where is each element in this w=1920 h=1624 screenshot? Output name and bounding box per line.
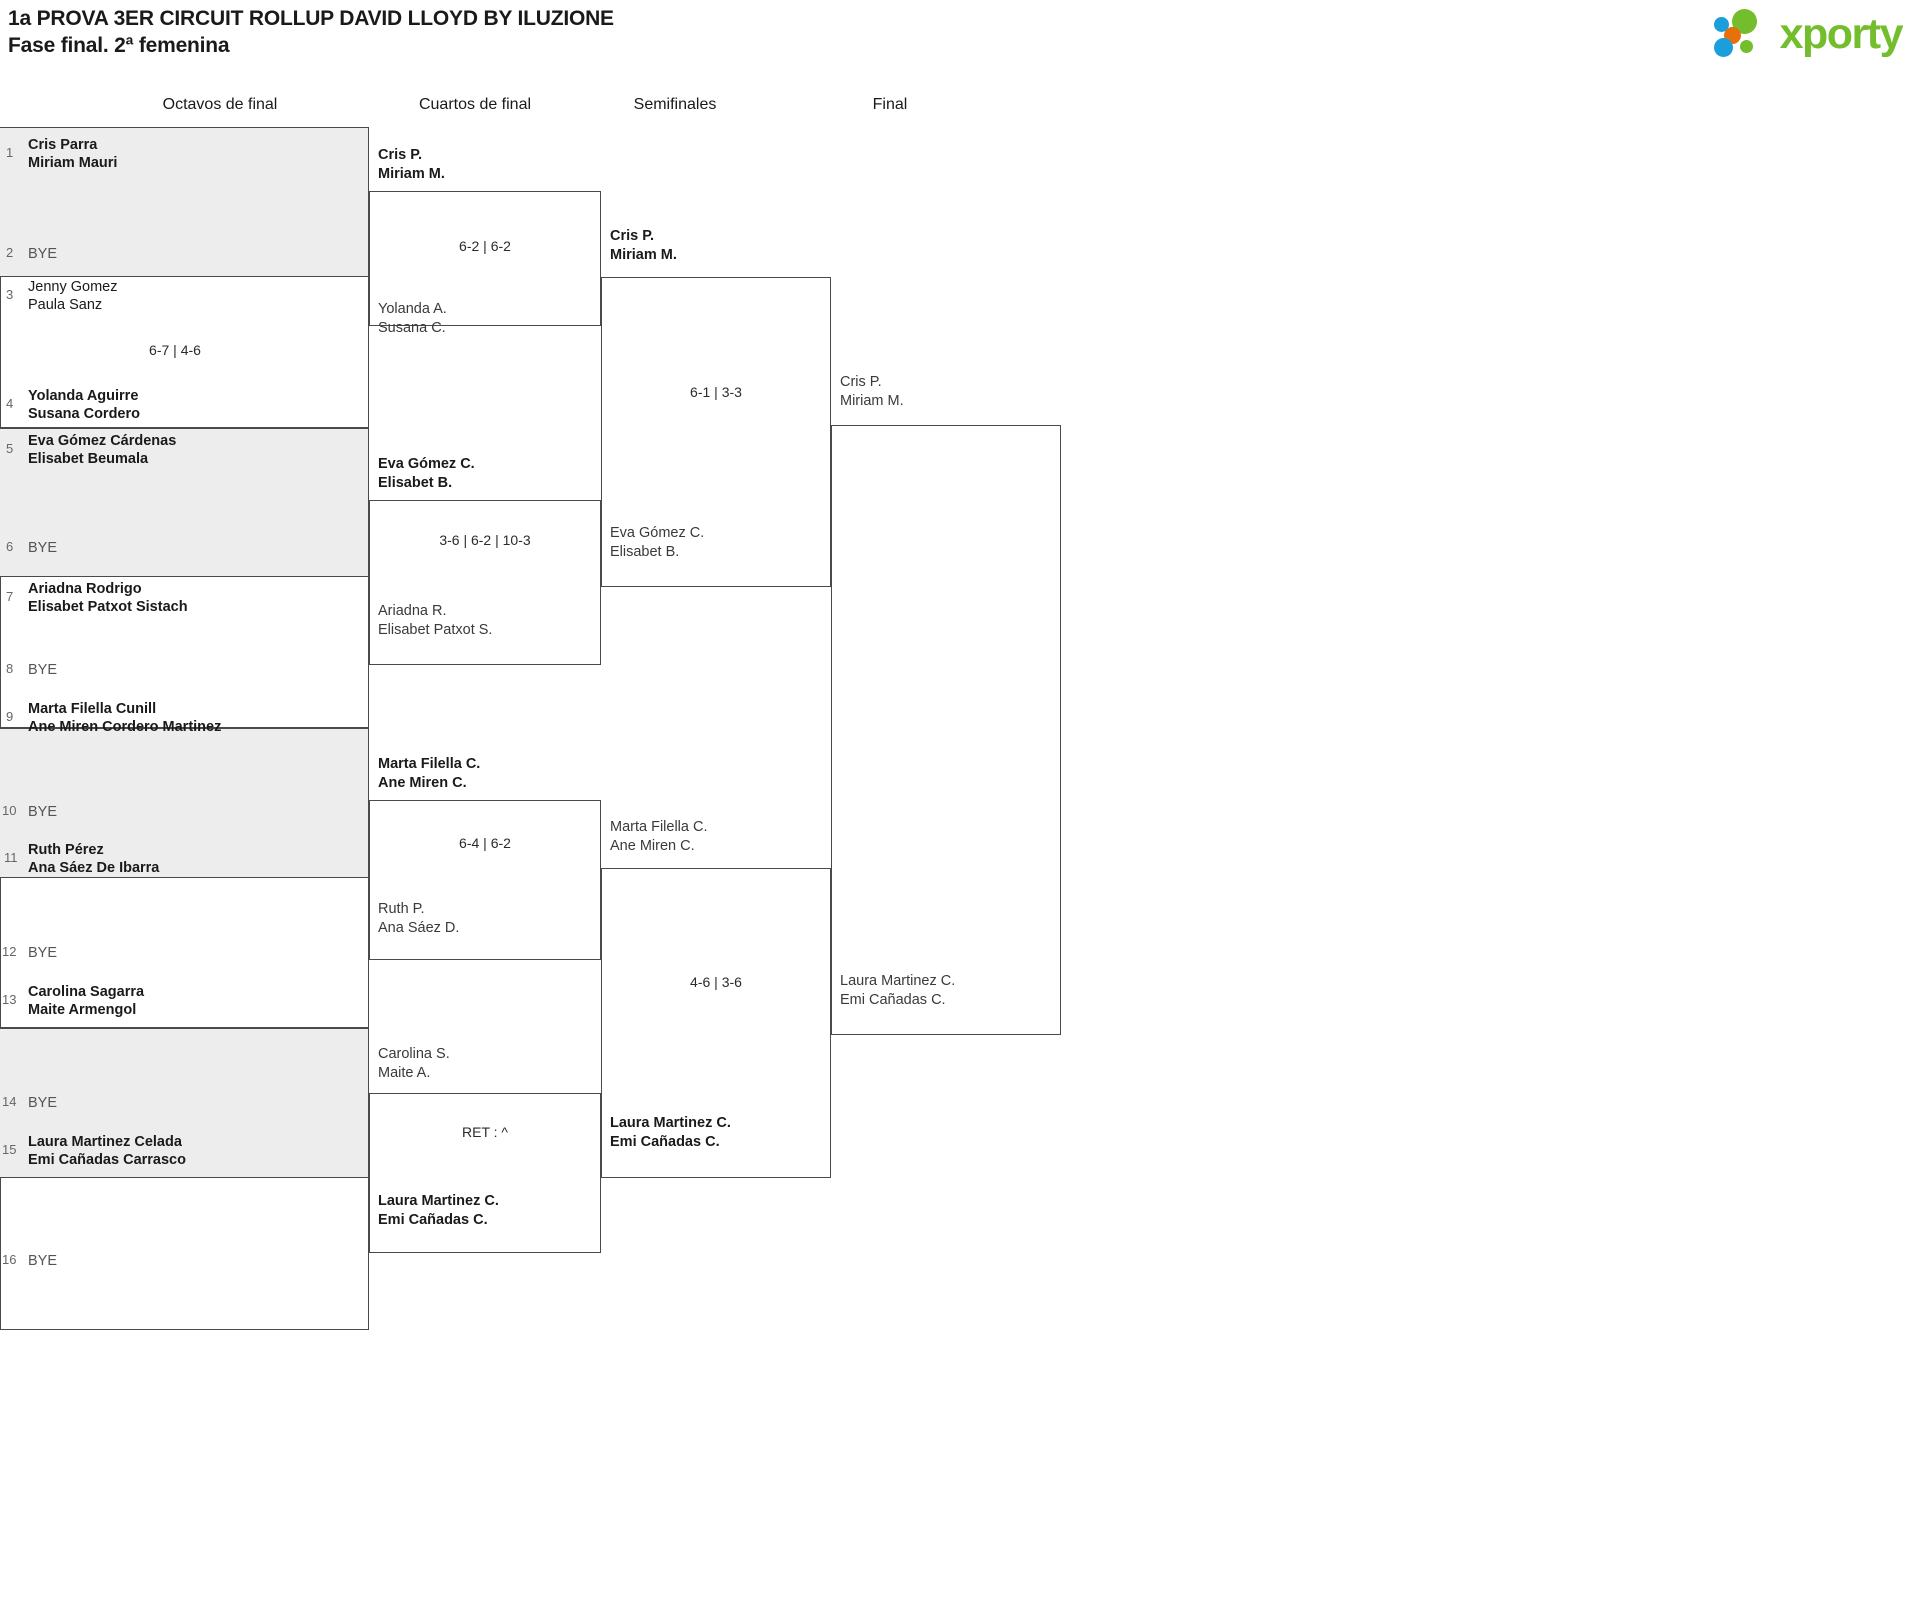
tournament-title: 1a PROVA 3ER CIRCUIT ROLLUP DAVID LLOYD …: [8, 7, 614, 30]
seed-15: 15: [2, 1142, 17, 1157]
round1-entry-15: Laura Martinez Celada Emi Cañadas Carras…: [28, 1134, 186, 1168]
round1-entry-13: Carolina Sagarra Maite Armengol: [28, 984, 145, 1018]
round1-entry-5: Eva Gómez Cárdenas Elisabet Beumala: [28, 433, 177, 467]
seed-2: 2: [6, 245, 14, 260]
qf4-top-names: Carolina S. Maite A.: [378, 1046, 450, 1081]
qf4-score: RET : ^: [462, 1124, 508, 1140]
seed-7: 7: [6, 589, 14, 604]
qf2-bottom-names: Ariadna R. Elisabet Patxot S.: [378, 603, 493, 638]
final-top-names: Cris P. Miriam M.: [840, 374, 904, 409]
final-match[interactable]: [831, 425, 1061, 1035]
logo-wordmark: xporty: [1779, 9, 1904, 58]
round1-match-4[interactable]: [0, 577, 368, 728]
round1-entry-2: BYE: [28, 246, 58, 262]
xporty-logo[interactable]: xporty: [1713, 5, 1904, 63]
sf1-top-names: Cris P. Miriam M.: [610, 228, 677, 263]
qf3-bottom-names: Ruth P. Ana Sáez D.: [378, 901, 460, 936]
round1-match-7[interactable]: [0, 1028, 368, 1178]
round1-entry-7: Ariadna Rodrigo Elisabet Patxot Sistach: [28, 581, 188, 615]
round1-entry-6: BYE: [28, 540, 58, 556]
sf2-bottom-names: Laura Martinez C. Emi Cañadas C.: [610, 1115, 731, 1150]
page-title: 1a PROVA 3ER CIRCUIT ROLLUP DAVID LLOYD …: [8, 5, 614, 59]
qf3-score: 6-4 | 6-2: [459, 835, 511, 851]
qf4-bottom-names: Laura Martinez C. Emi Cañadas C.: [378, 1193, 499, 1228]
round1-match-5[interactable]: [0, 728, 368, 878]
seed-16: 16: [2, 1252, 17, 1267]
seed-1: 1: [6, 145, 14, 160]
round1-entry-1: Cris Parra Miriam Mauri: [28, 137, 118, 171]
qf2-score: 3-6 | 6-2 | 10-3: [439, 532, 531, 548]
seed-12: 12: [2, 944, 17, 959]
qf1-top-names: Cris P. Miriam M.: [378, 147, 445, 182]
round-header-final: Final: [872, 96, 908, 113]
qf-match-3[interactable]: [369, 800, 601, 960]
tournament-subtitle: Fase final. 2ª femenina: [8, 34, 230, 57]
round1-entry-3: Jenny Gomez Paula Sanz: [28, 279, 118, 313]
sf-match-1[interactable]: [601, 277, 831, 587]
seed-4: 4: [6, 396, 14, 411]
round1-match-2[interactable]: [0, 277, 368, 428]
sf2-score: 4-6 | 3-6: [690, 974, 742, 990]
qf-match-1[interactable]: [369, 191, 601, 326]
sf2-top-names: Marta Filella C. Ane Miren C.: [610, 819, 708, 854]
qf1-score: 6-2 | 6-2: [459, 238, 511, 254]
seed-11: 11: [4, 850, 18, 865]
sf1-score: 6-1 | 3-3: [690, 384, 742, 400]
round1-entry-4: Yolanda Aguirre Susana Cordero: [28, 388, 140, 422]
logo-dots-icon: [1713, 9, 1776, 59]
round1-match-3[interactable]: [0, 428, 368, 577]
round1-entry-16: BYE: [28, 1253, 58, 1269]
qf2-top-names: Eva Gómez C. Elisabet B.: [378, 456, 475, 491]
seed-3: 3: [6, 287, 14, 302]
seed-9: 9: [6, 709, 14, 724]
qf1-bottom-names: Yolanda A. Susana C.: [378, 301, 447, 336]
qf3-top-names: Marta Filella C. Ane Miren C.: [378, 756, 481, 791]
seed-8: 8: [6, 661, 14, 676]
seed-14: 14: [2, 1094, 17, 1109]
round1-match-6[interactable]: [0, 878, 368, 1028]
round-header-octavos: Octavos de final: [162, 96, 278, 113]
seed-6: 6: [6, 539, 14, 554]
qf-match-4[interactable]: [369, 1093, 601, 1253]
sf1-bottom-names: Eva Gómez C. Elisabet B.: [610, 525, 705, 560]
round1-entry-8: BYE: [28, 662, 58, 678]
round1-match-1[interactable]: [0, 128, 368, 277]
round1-entry-12: BYE: [28, 945, 58, 961]
sf-match-2[interactable]: [601, 868, 831, 1178]
round1-entry-14: BYE: [28, 1095, 58, 1111]
round-header-semis: Semifinales: [633, 96, 717, 113]
seed-10: 10: [2, 803, 17, 818]
round1-entry-10: BYE: [28, 804, 58, 820]
qf-match-2[interactable]: [369, 500, 601, 665]
round1-score-2: 6-7 | 4-6: [149, 342, 201, 358]
final-bottom-names: Laura Martinez C. Emi Cañadas C.: [840, 973, 956, 1008]
round1-entry-9: Marta Filella Cunill Ane Miren Cordero M…: [28, 701, 222, 735]
round1-entry-11: Ruth Pérez Ana Sáez De Ibarra: [28, 842, 160, 876]
seed-13: 13: [2, 992, 17, 1007]
round-header-cuartos: Cuartos de final: [418, 96, 532, 113]
seed-5: 5: [6, 441, 14, 456]
